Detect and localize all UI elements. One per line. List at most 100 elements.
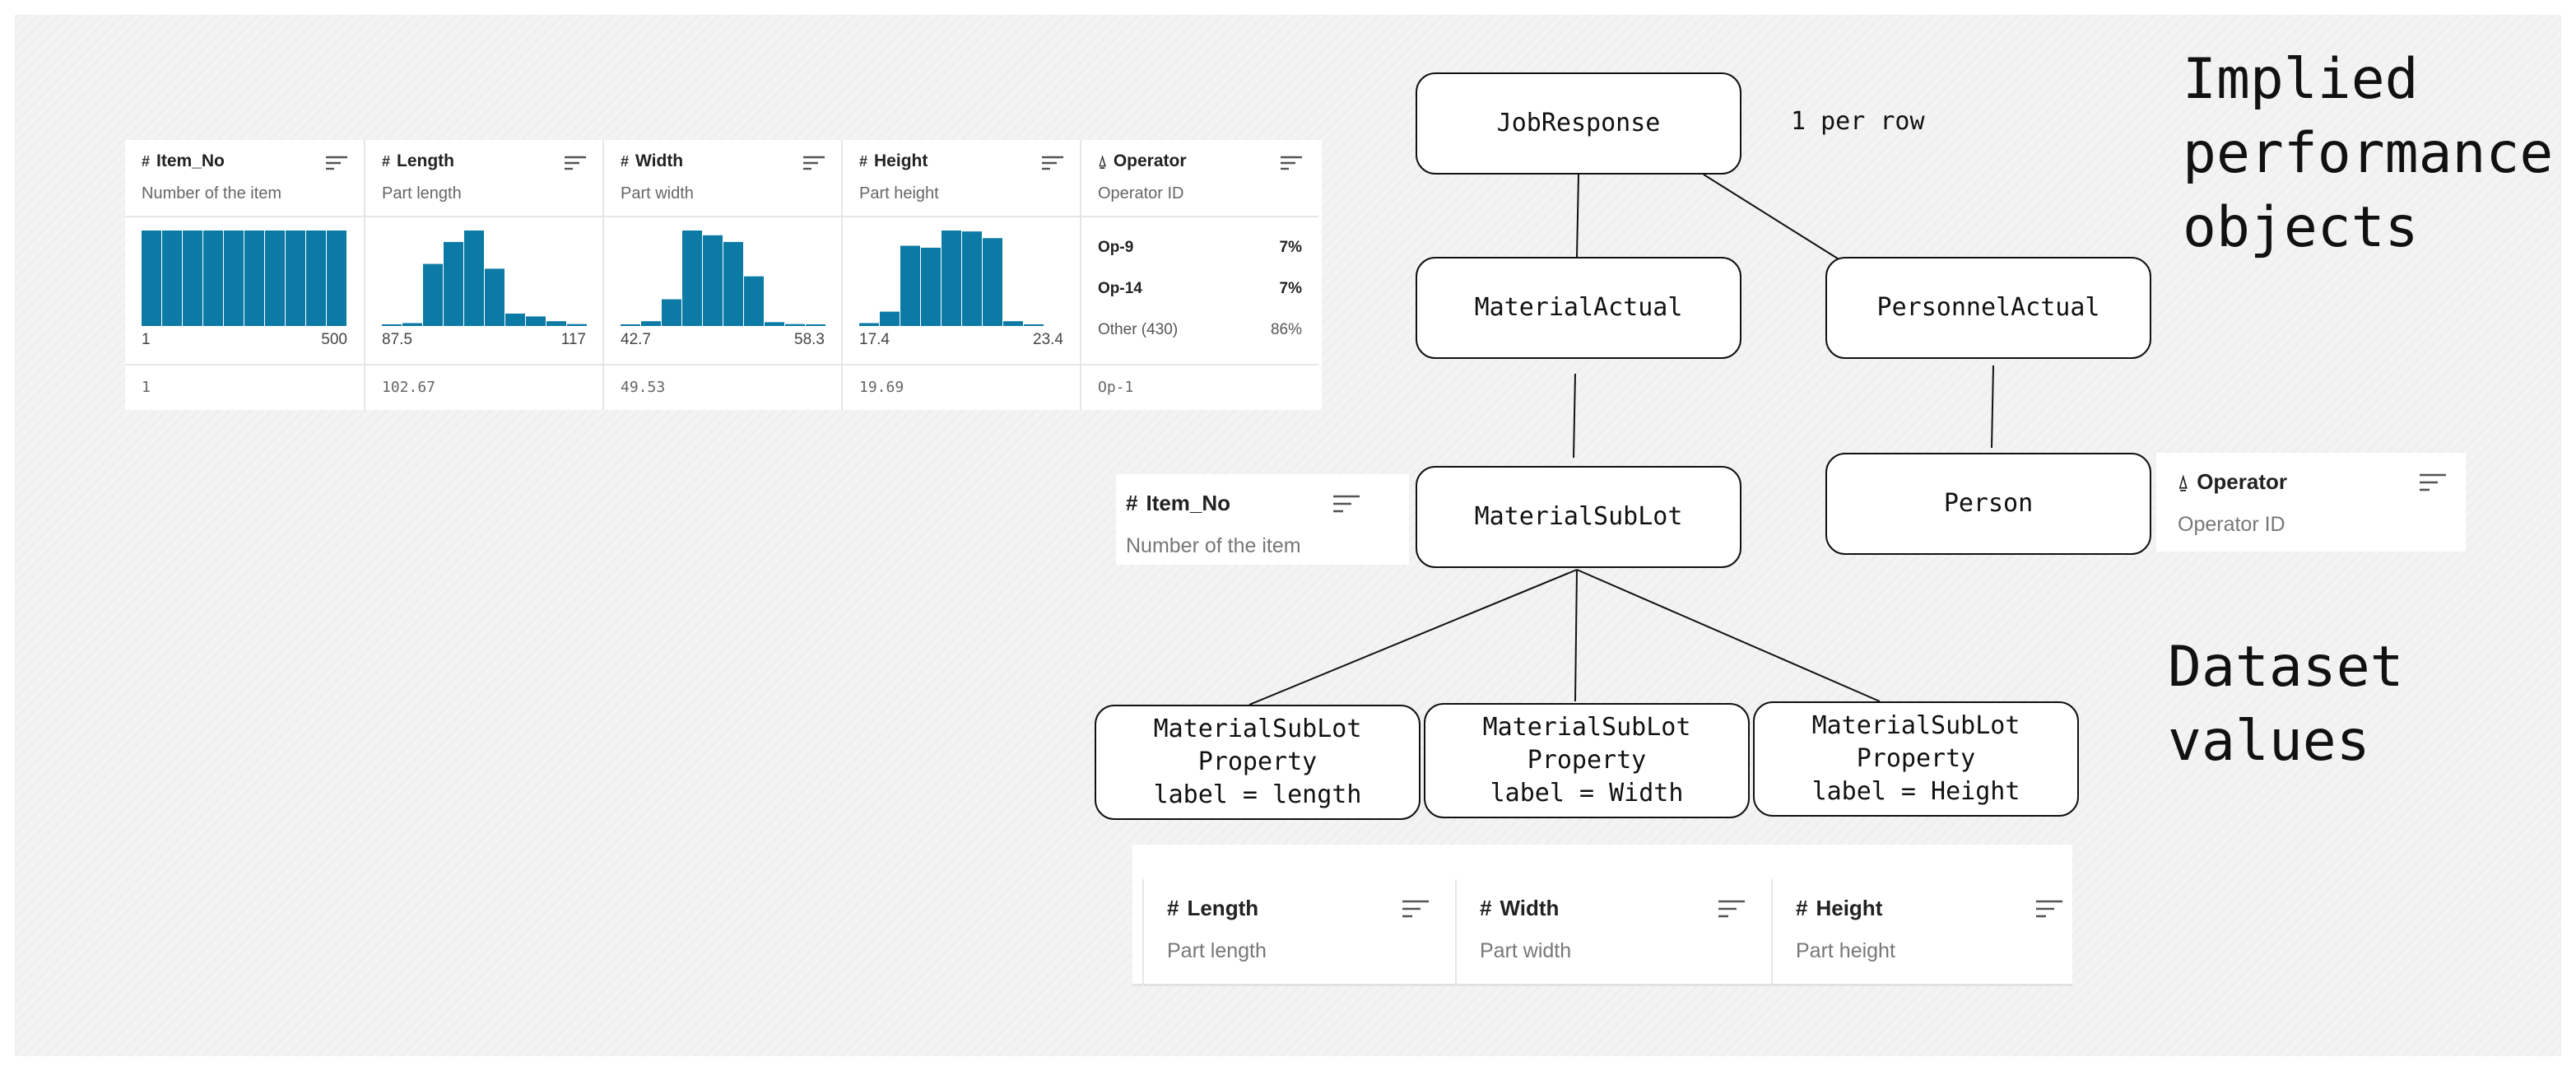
sort-icon[interactable] xyxy=(803,155,825,171)
histogram-bar xyxy=(382,324,402,326)
column-description: Part length xyxy=(382,184,462,203)
histogram-bar xyxy=(1024,324,1044,326)
snippet-description: Operator ID xyxy=(2178,513,2285,536)
range-min: 42.7 xyxy=(621,331,651,348)
node-material-actual: MaterialActual xyxy=(1416,257,1741,359)
sort-icon[interactable] xyxy=(1402,899,1429,919)
column-header[interactable]: #Item_No Number of the item xyxy=(125,140,364,217)
snippet-cell-height: #Height Part height xyxy=(1771,879,2072,986)
number-type-icon: # xyxy=(382,152,391,170)
histogram-bar xyxy=(983,238,1002,326)
category-percent: 7% xyxy=(1279,280,1302,297)
number-type-icon: # xyxy=(1126,491,1138,515)
node-line: Property xyxy=(1527,746,1647,775)
column-name: Operator xyxy=(1113,151,1187,170)
node-line: MaterialSubLot xyxy=(1482,713,1691,742)
histogram-bar xyxy=(162,230,182,326)
column-description: Operator ID xyxy=(1098,184,1184,203)
histogram-bar xyxy=(327,230,346,326)
sort-icon[interactable] xyxy=(1042,155,1063,171)
cell-value[interactable]: 19.69 xyxy=(859,379,904,396)
snippet-dimension-headers: #Length Part length #Width Part width #H… xyxy=(1132,845,2072,986)
column-header[interactable]: ⍙Operator Operator ID xyxy=(1081,140,1318,217)
snippet-cell-length: #Length Part length xyxy=(1142,879,1448,986)
column-header[interactable]: # Length Part length xyxy=(365,140,602,217)
snippet-name: Item_No xyxy=(1146,491,1231,515)
histogram-bar xyxy=(682,230,702,326)
column-summary: 42.7 58.3 xyxy=(604,217,841,366)
histogram-bar xyxy=(765,322,784,326)
category-percent: 86% xyxy=(1270,321,1302,338)
column-header[interactable]: #Height Part height xyxy=(843,140,1080,217)
range-max: 117 xyxy=(560,331,586,348)
edge-materialsublot-width xyxy=(1574,569,1578,702)
label-line: values xyxy=(2168,709,2370,774)
column-height: #Height Part height 17.4 23.4 19.69 xyxy=(841,140,1080,410)
data-table: #Item_No Number of the item 1 500 1 #Len… xyxy=(125,140,1322,410)
histogram-bar xyxy=(244,230,264,326)
histogram-bar xyxy=(306,230,326,326)
column-operator: ⍙Operator Operator ID Op-9 7% Op-14 7% O… xyxy=(1080,140,1318,410)
node-property-length: MaterialSubLot Property label = length xyxy=(1095,705,1421,820)
edge-materialsublot-length xyxy=(1248,569,1578,705)
category-percent: 7% xyxy=(1279,239,1302,256)
cell-value[interactable]: 102.67 xyxy=(382,379,436,396)
column-name: Width xyxy=(635,151,684,170)
column-name: Length xyxy=(397,151,454,170)
sort-icon[interactable] xyxy=(1281,155,1302,171)
histogram-bar xyxy=(464,230,484,326)
node-line: Property xyxy=(1856,744,1976,773)
column-summary: 1 500 xyxy=(125,217,364,366)
histogram-bar xyxy=(505,313,525,326)
histogram-bar xyxy=(224,230,244,326)
cell-value[interactable]: Op-1 xyxy=(1098,379,1134,396)
histogram xyxy=(859,230,1044,326)
sort-icon[interactable] xyxy=(326,155,347,171)
category-name: Other (430) xyxy=(1098,321,1179,338)
edge-jobresponse-personnelactual xyxy=(1703,174,1841,261)
column-length: # Length Part length 87.5 117 102.67 xyxy=(364,140,602,410)
column-summary: 17.4 23.4 xyxy=(843,217,1080,366)
snippet-name: Height xyxy=(1816,896,1883,920)
snippet-operator-header: ⍙Operator Operator ID xyxy=(2156,453,2466,552)
column-item-no: #Item_No Number of the item 1 500 1 xyxy=(125,140,364,410)
range-max: 58.3 xyxy=(794,331,825,348)
column-name: Item_No xyxy=(156,151,225,170)
sort-icon[interactable] xyxy=(1333,494,1360,514)
histogram-bar xyxy=(444,241,463,326)
cell-value[interactable]: 49.53 xyxy=(621,379,666,396)
category-name: Op-9 xyxy=(1098,239,1134,256)
histogram xyxy=(382,230,587,326)
node-property-height: MaterialSubLot Property label = Height xyxy=(1753,701,2079,817)
sort-icon[interactable] xyxy=(1718,899,1745,919)
node-line: label = Height xyxy=(1811,777,2020,806)
number-type-icon: # xyxy=(621,152,630,170)
histogram-bar xyxy=(703,235,723,326)
label-line: performance xyxy=(2183,121,2554,186)
histogram-bar xyxy=(880,311,900,326)
sort-icon[interactable] xyxy=(2420,473,2446,492)
sort-icon[interactable] xyxy=(2036,899,2062,919)
label-implied-performance-objects: Implied performance objects xyxy=(2183,43,2553,265)
histogram-bar xyxy=(662,299,681,326)
column-description: Number of the item xyxy=(142,184,282,203)
label-line: Implied xyxy=(2183,47,2419,112)
cell-value[interactable]: 1 xyxy=(142,379,151,396)
snippet-name: Width xyxy=(1500,896,1560,920)
sort-icon[interactable] xyxy=(565,155,586,171)
histogram-bar xyxy=(567,324,587,326)
range-min: 87.5 xyxy=(382,331,412,348)
node-material-sublot: MaterialSubLot xyxy=(1416,466,1741,568)
column-name: Height xyxy=(874,151,928,170)
column-summary: 87.5 117 xyxy=(365,217,602,366)
text-type-icon: ⍙ xyxy=(2178,471,2189,492)
histogram-bar xyxy=(402,323,422,326)
histogram-bar xyxy=(859,323,879,326)
range-max: 500 xyxy=(321,331,347,348)
snippet-description: Part height xyxy=(1796,939,1895,962)
column-header[interactable]: #Width Part width xyxy=(604,140,841,217)
snippet-description: Part width xyxy=(1480,939,1572,962)
histogram-bar xyxy=(265,230,285,326)
node-property-width: MaterialSubLot Property label = Width xyxy=(1424,703,1750,818)
snippet-cell: ⍙Operator Operator ID xyxy=(2156,453,2466,552)
